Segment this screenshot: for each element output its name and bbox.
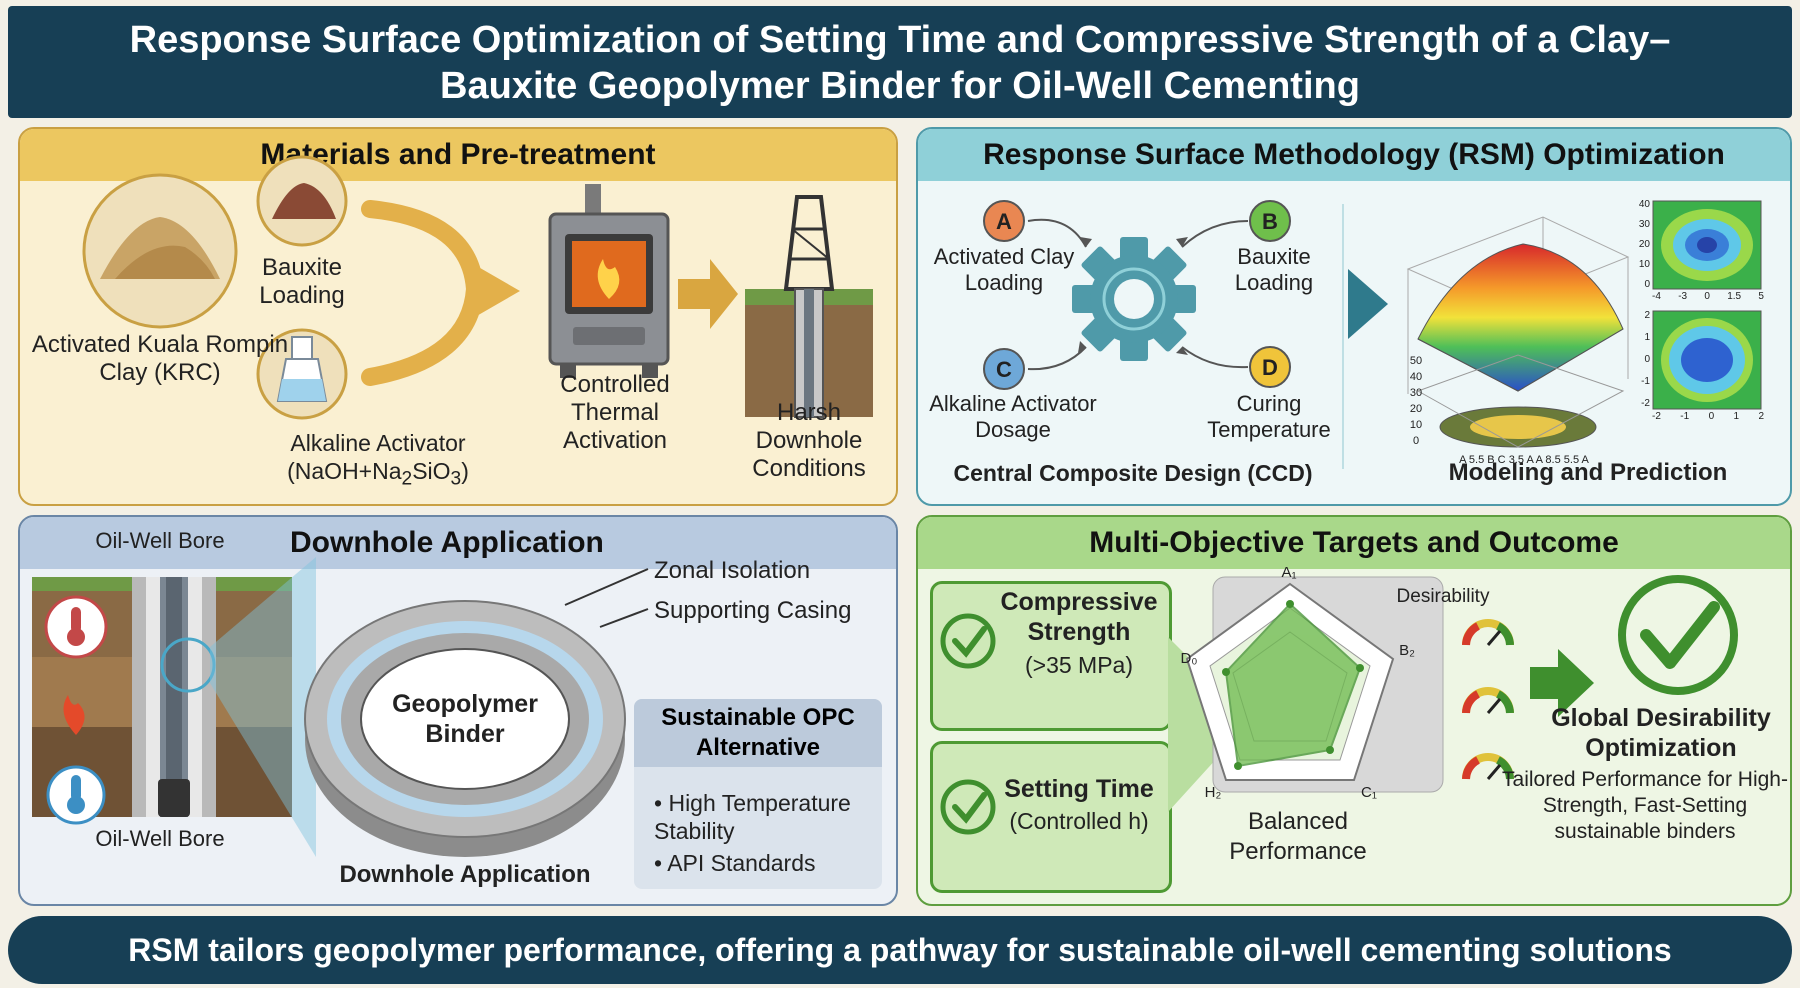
setting-check-icon	[940, 779, 996, 835]
arrow-c	[1027, 346, 1087, 371]
radar-label-d0: D₀	[1180, 650, 1198, 667]
title-banner: Response Surface Optimization of Setting…	[8, 6, 1792, 118]
arrow-a	[1027, 218, 1087, 248]
harsh-downhole-label: Harsh Downhole Conditions	[752, 399, 866, 482]
rsm-heading: Response Surface Methodology (RSM) Optim…	[918, 129, 1790, 181]
flow-arrow-icon	[1348, 269, 1388, 339]
downhole-illustrations	[32, 557, 649, 857]
arrow-d	[1181, 346, 1249, 369]
radar-label-a1: A₁	[1281, 564, 1297, 581]
opc-title: Sustainable OPC Alternative	[634, 699, 882, 767]
setting-value: (Controlled h)	[1009, 808, 1149, 834]
factor-d-letter: D	[1262, 355, 1278, 380]
arrow-b	[1181, 220, 1249, 248]
clay-label: Activated Kuala Rompin Clay (KRC)	[31, 331, 289, 386]
footer-banner: RSM tailors geopolymer performance, offe…	[8, 916, 1792, 984]
strength-title: Compressive Strength	[1000, 588, 1158, 646]
merge-arrow-icon	[361, 200, 485, 386]
bore-bottom-label: Oil-Well Bore	[95, 826, 225, 851]
radar-chart	[1185, 582, 1395, 781]
radar-label-h2: H₂	[1204, 784, 1222, 801]
strength-value: (>35 MPa)	[1024, 652, 1133, 678]
factor-a-badge	[983, 200, 1025, 242]
gauge-icon-1	[1462, 619, 1514, 646]
tailored-label: Tailored Performance for High-Strength, …	[1502, 768, 1788, 843]
zoom-circle	[160, 637, 216, 693]
page-title: Response Surface Optimization of Setting…	[129, 19, 1671, 107]
factor-a-letter: A	[996, 209, 1012, 234]
radar-label-c1: C₁	[1361, 784, 1377, 801]
bullet-high-temperature: • High Temperature Stability	[654, 790, 851, 844]
downhole-panel: Downhole Application	[18, 515, 898, 906]
activator-label: Alkaline Activator (NaOH+Na2SiO3)	[287, 430, 469, 490]
materials-heading: Materials and Pre-treatment	[20, 129, 896, 181]
global-check-icon	[1618, 575, 1738, 695]
thermal-label: Controlled Thermal Activation	[560, 371, 670, 454]
surface-base-labels: A 5.5 B C 3.5 A A 8.5 5.5 A	[1459, 454, 1589, 466]
gear-icon	[1072, 237, 1196, 361]
targets-panel: Multi-Objective Targets and Outcome	[916, 515, 1792, 906]
oil-rig-icon	[745, 195, 873, 418]
factor-c-badge	[983, 348, 1025, 390]
bore-top-label: Oil-Well Bore	[95, 528, 225, 553]
flame-icon	[63, 695, 85, 735]
rsm-illustrations: A B C D	[983, 200, 1762, 469]
bullet-api-standards: • API Standards	[654, 850, 816, 876]
bauxite-label: Bauxite Loading	[259, 254, 345, 309]
factor-d-badge	[1249, 346, 1291, 388]
rsm-panel: Response Surface Methodology (RSM) Optim…	[916, 127, 1792, 506]
contour-plot-bottom	[1652, 310, 1762, 410]
gauge-icon-3	[1462, 753, 1514, 780]
strength-check-icon	[940, 613, 996, 669]
desirability-label: Desirability	[1396, 586, 1490, 607]
contour-plot-top	[1652, 200, 1762, 290]
factor-a-label: Activated Clay Loading	[933, 244, 1075, 295]
global-label: Global Desirability Optimization	[1551, 704, 1771, 762]
balanced-label: Balanced Performance	[1229, 808, 1367, 865]
furnace-icon	[548, 184, 670, 378]
result-arrow-icon	[1530, 649, 1594, 717]
low-temperature-icon	[46, 765, 106, 825]
gauge-icon-2	[1462, 687, 1514, 714]
setting-title: Setting Time	[1004, 775, 1154, 803]
zonal-isolation-label: Zonal Isolation	[654, 557, 811, 584]
high-temperature-icon	[44, 595, 108, 659]
geopolymer-ring	[304, 600, 626, 857]
downhole-heading: Downhole Application	[20, 517, 896, 569]
response-surface-plot	[1406, 216, 1630, 448]
factor-b-badge	[1249, 200, 1291, 242]
materials-illustrations	[82, 155, 873, 420]
targets-illustrations	[940, 575, 1738, 835]
downhole-caption: Downhole Application	[339, 861, 591, 888]
modeling-label: Modeling and Prediction	[1448, 459, 1728, 486]
factor-b-letter: B	[1262, 209, 1278, 234]
targets-heading: Multi-Objective Targets and Outcome	[918, 517, 1790, 569]
factor-c-label: Alkaline Activator Dosage	[929, 391, 1097, 442]
right-arrow-icon	[678, 259, 738, 329]
factor-b-label: Bauxite Loading	[1234, 244, 1314, 295]
supporting-casing-label: Supporting Casing	[654, 597, 852, 624]
factor-d-label: Curing Temperature	[1207, 391, 1331, 442]
factor-c-letter: C	[996, 357, 1012, 382]
ccd-label: Central Composite Design (CCD)	[953, 460, 1313, 486]
footer-text: RSM tailors geopolymer performance, offe…	[128, 932, 1672, 968]
opc-alternative-box: Sustainable OPC Alternative • High Tempe…	[634, 699, 882, 889]
radar-label-b2: B₂	[1399, 642, 1415, 659]
geopolymer-binder-label: Geopolymer Binder	[392, 690, 538, 748]
materials-panel: Materials and Pre-treatment	[18, 127, 898, 506]
